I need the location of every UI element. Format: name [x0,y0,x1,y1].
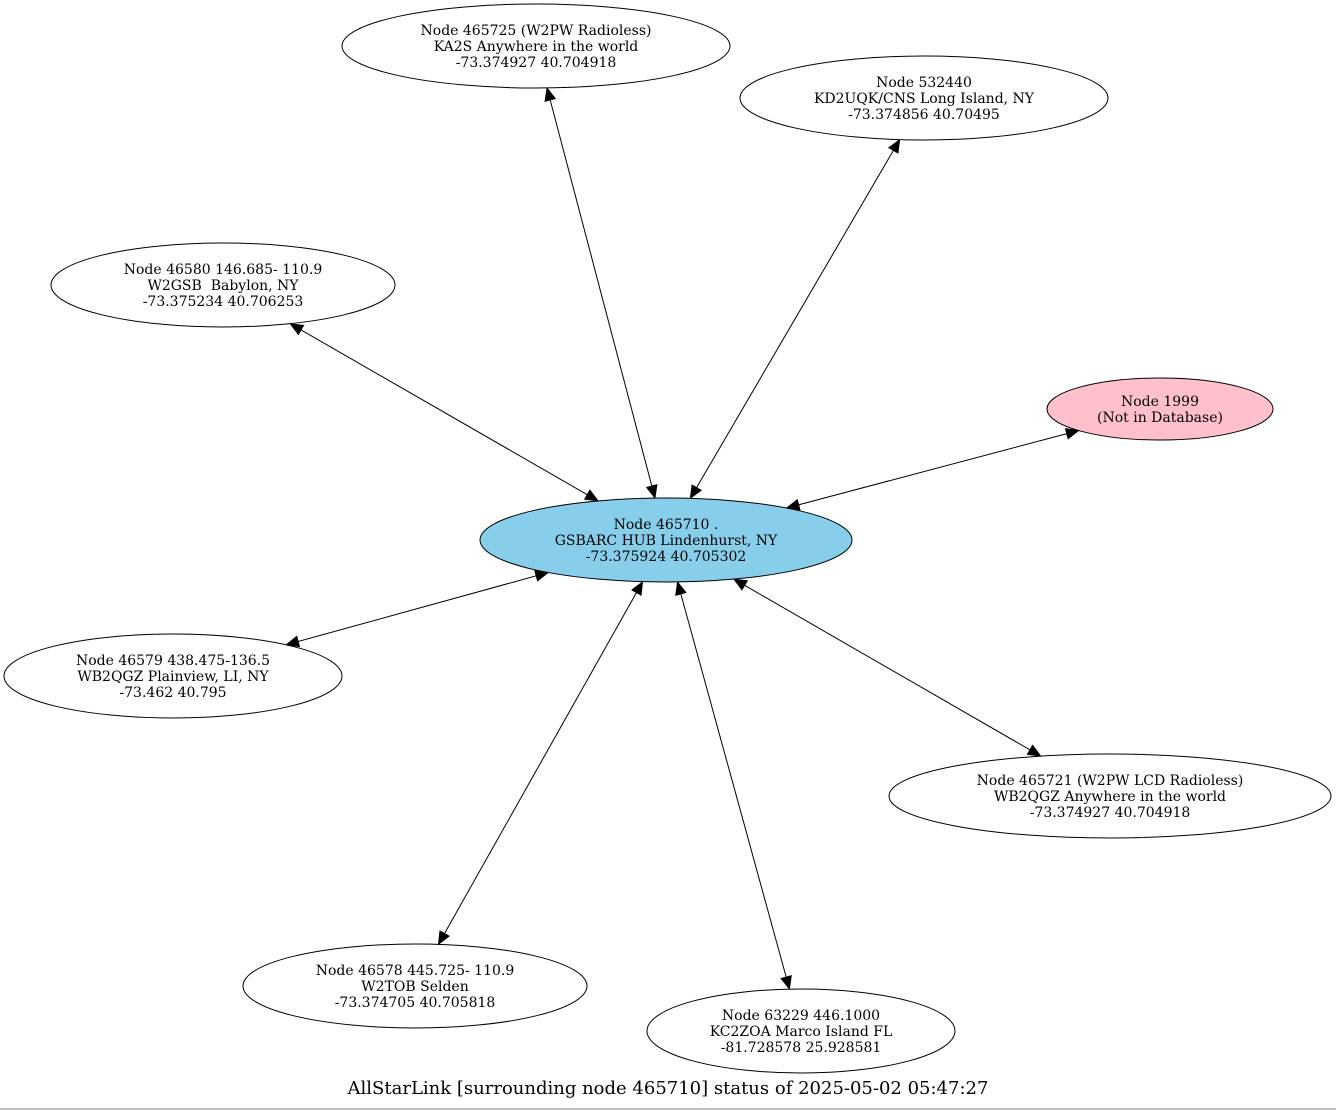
node-1999[interactable]: Node 1999(Not in Database) [1046,377,1274,441]
node-label-465710-line-3: -73.375924 40.705302 [586,549,747,565]
node-label-532440-line-1: Node 532440 [876,75,972,91]
node-shape-465721 [888,753,1332,839]
node-label-46579-line-3: -73.462 40.795 [119,685,226,701]
node-shape-46578 [242,943,588,1029]
edge-465710-532440 [689,138,901,500]
edge-465710-465725 [544,86,658,500]
node-shape-532440 [739,55,1109,141]
node-465721[interactable]: Node 465721 (W2PW LCD Radioless)WB2QGZ A… [888,753,1332,839]
node-label-46579-line-2: WB2QGZ Plainview, LI, NY [77,669,269,685]
bottom-divider [0,1108,1336,1110]
node-label-46579-line-1: Node 46579 438.475-136.5 [76,653,270,669]
edge-465710-63229 [675,580,792,991]
node-label-63229-line-3: -81.728578 25.928581 [721,1040,882,1056]
node-label-465721-line-3: -73.374927 40.704918 [1030,805,1191,821]
node-label-465710-line-1: Node 465710 . [614,517,719,533]
edge-465710-46580 [289,323,599,502]
node-label-465725-line-2: KA2S Anywhere in the world [434,39,639,55]
node-label-465710-line-2: GSBARC HUB Lindenhurst, NY [555,533,778,549]
node-label-1999-line-1: Node 1999 [1121,394,1199,410]
node-label-46578-line-3: -73.374705 40.705818 [335,995,496,1011]
nodes-layer: Node 465710 .GSBARC HUB Lindenhurst, NY-… [3,3,1332,1074]
edge-465710-1999 [785,428,1080,511]
node-label-46578-line-2: W2TOB Selden [361,979,468,995]
node-label-532440-line-3: -73.374856 40.70495 [848,107,1000,123]
node-465725[interactable]: Node 465725 (W2PW Radioless)KA2S Anywher… [341,3,731,89]
edge-465710-46578 [437,580,644,946]
node-shape-63229 [646,988,956,1074]
edge-465710-465721 [732,578,1042,757]
node-label-63229-line-2: KC2ZOA Marco Island FL [710,1024,893,1040]
node-465710[interactable]: Node 465710 .GSBARC HUB Lindenhurst, NY-… [479,497,853,583]
node-label-532440-line-2: KD2UQK/CNS Long Island, NY [814,91,1035,107]
diagram-caption: AllStarLink [surrounding node 465710] st… [347,1078,989,1099]
node-label-465721-line-1: Node 465721 (W2PW LCD Radioless) [977,773,1244,789]
edges-layer [285,86,1080,991]
node-label-46580-line-3: -73.375234 40.706253 [143,294,304,310]
node-label-46578-line-1: Node 46578 445.725- 110.9 [316,963,515,979]
node-label-63229-line-1: Node 63229 446.1000 [722,1008,880,1024]
node-label-46580-line-1: Node 46580 146.685- 110.9 [124,262,323,278]
node-label-465725-line-3: -73.374927 40.704918 [456,55,617,71]
node-shape-465710 [479,497,853,583]
node-label-1999-line-2: (Not in Database) [1097,410,1223,426]
node-label-46580-line-2: W2GSB Babylon, NY [147,278,299,294]
node-shape-465725 [341,3,731,89]
node-shape-1999 [1046,377,1274,441]
edge-465710-46579 [285,570,550,648]
node-shape-46580 [50,242,396,328]
node-label-465725-line-1: Node 465725 (W2PW Radioless) [421,23,652,39]
node-shape-46579 [3,633,343,719]
node-label-465721-line-2: WB2QGZ Anywhere in the world [994,789,1226,805]
